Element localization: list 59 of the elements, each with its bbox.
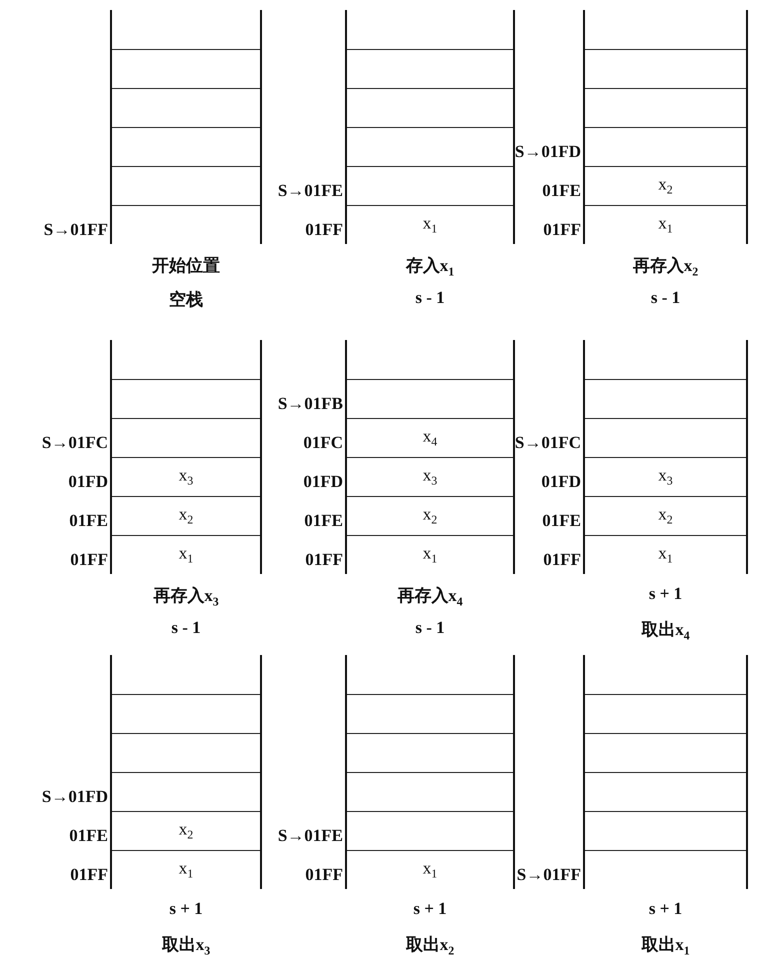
stack-label: 空栈 (169, 289, 203, 311)
address-label: 01FF (543, 550, 581, 570)
address-label: 01FF (70, 865, 108, 885)
address-label: S→01FE (278, 826, 343, 846)
stack-label: 再存入x$_{2}$ (632, 255, 698, 280)
stack-label: 取出x$_{4}$ (641, 619, 690, 644)
cell-value: x$_{3}$ (422, 465, 438, 489)
cell-value: x$_{1}$ (658, 213, 673, 237)
stack-label: s - 1 (415, 618, 445, 638)
address-label: S→01FF (44, 220, 108, 240)
cell-value: x$_{4}$ (422, 426, 438, 450)
address-label: 01FF (305, 550, 343, 570)
cell-value: x$_{2}$ (658, 174, 673, 198)
stack-label: 开始位置 (152, 255, 220, 277)
address-label: 01FE (542, 181, 581, 201)
stack-label: 存入x$_{1}$ (406, 255, 454, 280)
address-label: 01FC (303, 433, 343, 453)
address-label: 01FF (305, 220, 343, 240)
stack-label: s + 1 (413, 899, 447, 919)
cell-value: x$_{1}$ (422, 858, 438, 882)
stack-label: s - 1 (171, 618, 201, 638)
stack-label: 取出x$_{1}$ (641, 934, 690, 958)
cell-value: x$_{2}$ (422, 504, 438, 528)
cell-value: x$_{1}$ (422, 543, 438, 567)
stack-label: 再存入x$_{3}$ (153, 585, 219, 610)
stack-label: s - 1 (650, 288, 680, 308)
stack-label: s + 1 (648, 584, 682, 604)
address-label: S→01FC (42, 433, 108, 453)
address-label: 01FE (69, 511, 108, 531)
address-label: 01FE (542, 511, 581, 531)
address-label: 01FD (303, 472, 343, 492)
address-label: 01FF (70, 550, 108, 570)
address-label: 01FF (543, 220, 581, 240)
address-label: 01FF (305, 865, 343, 885)
address-label: 01FE (304, 511, 343, 531)
cell-value: x$_{1}$ (178, 858, 194, 882)
cell-value: x$_{1}$ (422, 213, 438, 237)
address-label: S→01FF (516, 865, 581, 885)
cell-value: x$_{1}$ (178, 543, 194, 567)
address-label: 01FD (541, 472, 581, 492)
address-label: S→01FB (278, 394, 343, 414)
stack-label: s - 1 (415, 288, 445, 308)
address-label: 01FE (69, 826, 108, 846)
cell-value: x$_{1}$ (658, 543, 673, 567)
stack-label: s + 1 (648, 899, 682, 919)
cell-value: x$_{2}$ (178, 819, 194, 843)
address-label: S→01FD (42, 787, 108, 807)
address-label: S→01FE (278, 181, 343, 201)
cell-value: x$_{2}$ (178, 504, 194, 528)
address-label: 01FD (68, 472, 108, 492)
stack-label: 取出x$_{3}$ (162, 934, 210, 958)
cell-value: x$_{2}$ (658, 504, 673, 528)
stack-label: s + 1 (169, 899, 203, 919)
cell-value: x$_{3}$ (658, 465, 673, 489)
cell-value: x$_{3}$ (178, 465, 194, 489)
address-label: S→01FD (514, 142, 581, 162)
address-label: S→01FC (514, 433, 581, 453)
stack-label: 取出x$_{2}$ (406, 934, 454, 958)
stack-label: 再存入x$_{4}$ (397, 585, 463, 610)
